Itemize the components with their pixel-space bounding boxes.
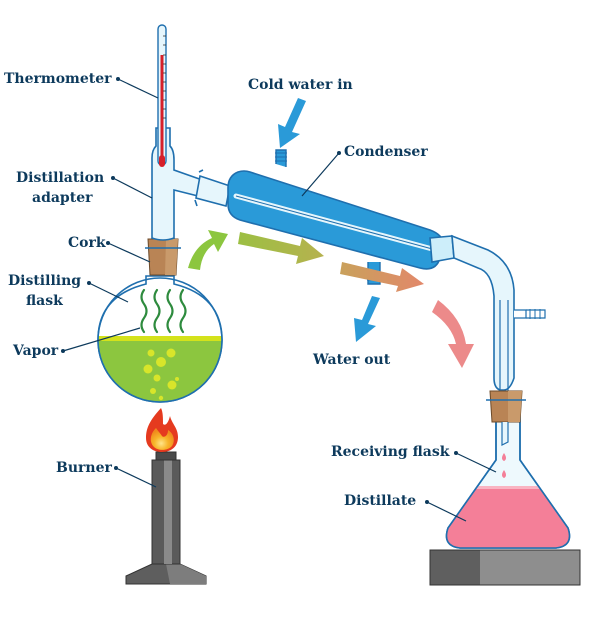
label-distillate-text: Distillate — [344, 493, 416, 509]
label-adapter-line2: adapter — [32, 190, 93, 206]
label-condenser: Condenser — [301, 144, 428, 197]
cork-receiving — [486, 390, 526, 446]
label-water-out-text: Water out — [312, 352, 391, 368]
distilling-flask — [97, 275, 223, 403]
hotplate — [429, 549, 581, 586]
water-in-arrow — [278, 98, 306, 148]
water-out-arrow — [354, 296, 380, 342]
flow-arrow-pink — [432, 300, 474, 368]
flow-arrow-olive — [238, 232, 324, 264]
burner — [125, 451, 207, 585]
flow-arrow-green — [188, 230, 228, 270]
label-thermometer-text: Thermometer — [4, 71, 112, 87]
receiving-flask — [445, 411, 571, 549]
cork — [145, 238, 181, 276]
label-burner-text: Burner — [56, 460, 112, 476]
label-condenser-text: Condenser — [344, 144, 428, 160]
label-distillate: Distillate — [344, 493, 467, 522]
receiving-adapter — [429, 234, 546, 460]
label-cork: Cork — [68, 235, 151, 263]
label-vapor: Vapor — [12, 327, 141, 359]
label-vapor-text: Vapor — [12, 343, 59, 359]
distillate-drops — [502, 453, 506, 478]
label-distilling-flask: Distilling flask — [8, 273, 129, 309]
flame-icon — [146, 408, 178, 452]
label-adapter-line1: Distillation — [16, 170, 104, 186]
thermometer — [157, 24, 167, 167]
vapor-waves — [140, 288, 187, 334]
bubbles — [143, 348, 179, 401]
label-flask-line2: flask — [26, 293, 63, 309]
label-burner: Burner — [56, 460, 157, 488]
label-thermometer: Thermometer — [4, 71, 159, 99]
label-cold-water-in-text: Cold water in — [248, 77, 353, 93]
label-water-out: Water out — [312, 352, 391, 368]
label-cold-water-in: Cold water in — [248, 77, 353, 93]
label-flask-line1: Distilling — [8, 273, 81, 289]
label-receiving-flask-text: Receiving flask — [331, 444, 450, 460]
condenser — [227, 149, 444, 285]
flow-arrow-orange — [340, 262, 424, 292]
label-distillation-adapter: Distillation adapter — [16, 170, 153, 206]
label-cork-text: Cork — [68, 235, 106, 251]
label-receiving-flask: Receiving flask — [331, 444, 497, 473]
